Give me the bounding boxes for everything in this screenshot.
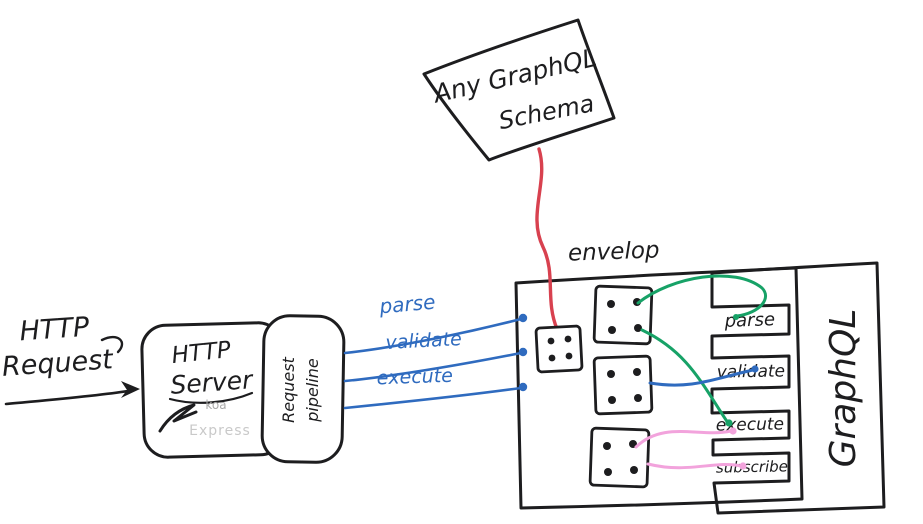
request-flourish-stroke [100, 335, 124, 354]
plugin-dot [564, 335, 572, 343]
plugin-box-small [534, 324, 584, 374]
green-parse-connector [636, 274, 768, 318]
pink-execute-plug-dot [729, 427, 737, 435]
blue-validate-plug-dot [751, 365, 759, 373]
slot-subscribe-label: subscribe [716, 457, 788, 476]
green-parse-plug-dot [733, 314, 739, 320]
plugin-dot [565, 352, 573, 360]
plugin-box-1 [592, 284, 654, 346]
schema-connector-line [535, 147, 559, 331]
request-arrowhead [121, 381, 140, 398]
server-label-line1: HTTP [170, 337, 232, 369]
pink-execute-connector [634, 429, 733, 449]
validate-call-label: validate [385, 328, 462, 354]
green-execute-plug-dot [725, 419, 733, 427]
plugin-dot [607, 300, 615, 308]
request-arrow [4, 389, 130, 406]
plugin-dot [607, 370, 615, 378]
plugin-box-3 [588, 426, 651, 489]
plugin-box-2 [592, 354, 654, 416]
plugin-dot [548, 354, 556, 362]
plugin-dot [633, 368, 641, 376]
plugin-dot [630, 466, 638, 474]
parse-call-dot [518, 313, 528, 323]
blue-validate-connector [648, 368, 755, 387]
plugin-dot [634, 394, 642, 402]
logo-scribble-icon [158, 403, 198, 433]
pink-subscribe-plug-dot [739, 462, 747, 470]
plugin-dot [634, 324, 642, 332]
plugin-dot [603, 442, 611, 450]
http-request-label-line2: Request [1, 344, 115, 383]
http-request-label-line1: HTTP [19, 312, 91, 348]
plugin-dot [547, 337, 555, 345]
server-label-line2: Server [170, 365, 256, 400]
pipeline-label-line1: Request [279, 356, 298, 422]
plugin-dot [604, 468, 612, 476]
slot-validate-label: validate [717, 361, 786, 382]
pink-subscribe-connector [646, 462, 743, 470]
parse-call-line [343, 317, 523, 355]
koa-logo-label: koa [205, 398, 226, 412]
express-logo-label: Express [189, 423, 251, 439]
execute-call-line [343, 386, 523, 410]
execute-call-label: execute [376, 365, 453, 390]
pipeline-label-line2: pipeline [303, 358, 322, 423]
green-execute-connector [640, 328, 730, 425]
envelop-box [514, 266, 804, 510]
graphql-box [710, 261, 886, 515]
envelop-label: envelop [568, 237, 660, 266]
graphql-label: GraphQL [823, 309, 864, 468]
schema-node [422, 18, 616, 162]
execute-call-dot [518, 382, 528, 392]
plugin-dot [608, 396, 616, 404]
request-pipeline-box [260, 314, 346, 464]
validate-call-dot [518, 347, 528, 357]
validate-call-line [343, 351, 523, 383]
plugin-dot [608, 326, 616, 334]
server-underline-stroke [168, 391, 254, 404]
parse-call-label: parse [378, 290, 437, 319]
